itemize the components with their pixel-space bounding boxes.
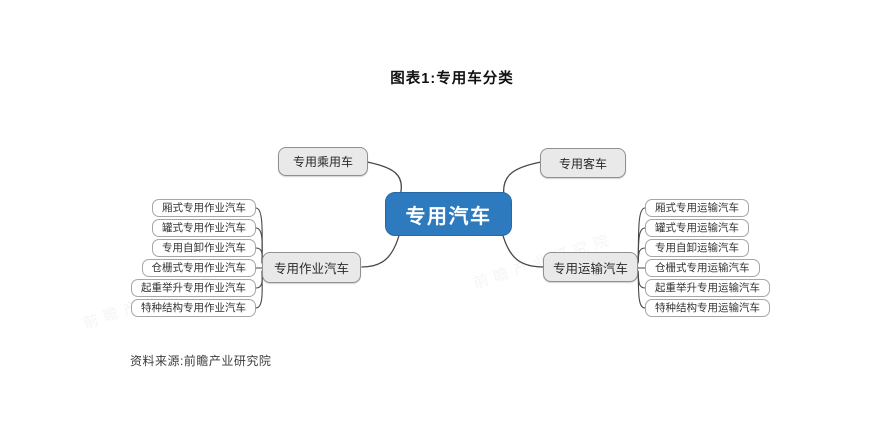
leaf-node: 厢式专用作业汽车 bbox=[152, 199, 256, 217]
leaf-connector bbox=[637, 270, 646, 289]
leaf-node: 特种结构专用作业汽车 bbox=[131, 299, 256, 317]
leaf-node: 特种结构专用运输汽车 bbox=[645, 299, 770, 317]
leaf-node: 专用自卸运输汽车 bbox=[645, 239, 749, 257]
branch-node-bus: 专用客车 bbox=[540, 148, 626, 178]
link-root-to-left bbox=[361, 231, 401, 268]
leaf-node: 仓栅式专用作业汽车 bbox=[141, 259, 256, 277]
leaf-node: 厢式专用运输汽车 bbox=[645, 199, 749, 217]
chart-title: 图表1:专用车分类 bbox=[390, 71, 514, 87]
root-node: 专用汽车 bbox=[385, 192, 512, 236]
leaf-node: 专用自卸作业汽车 bbox=[152, 239, 256, 257]
source-note: 资料来源:前瞻产业研究院 bbox=[130, 354, 272, 368]
leaf-node: 起重举升专用作业汽车 bbox=[131, 279, 256, 297]
branch-node-transport: 专用运输汽车 bbox=[543, 252, 638, 282]
leaf-connector bbox=[637, 247, 646, 264]
branch-node-work: 专用作业汽车 bbox=[262, 252, 361, 283]
leaf-node: 罐式专用运输汽车 bbox=[645, 219, 749, 237]
leaf-node: 起重举升专用运输汽车 bbox=[645, 279, 770, 297]
leaf-node: 仓栅式专用运输汽车 bbox=[645, 259, 760, 277]
link-root-to-top-right bbox=[503, 161, 542, 197]
branch-node-passenger: 专用乘用车 bbox=[278, 147, 368, 176]
link-root-to-right bbox=[501, 231, 545, 268]
leaf-node: 罐式专用作业汽车 bbox=[152, 219, 256, 237]
leaf-connector bbox=[637, 270, 646, 309]
link-root-to-top-left bbox=[366, 161, 402, 197]
